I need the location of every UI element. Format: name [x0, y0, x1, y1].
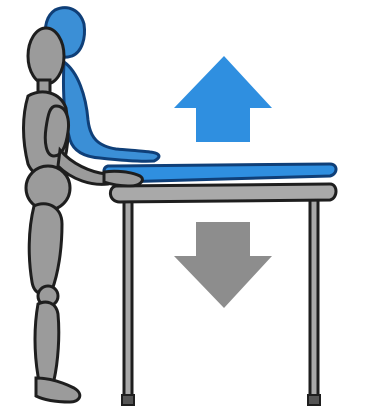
arrow-down-icon	[174, 222, 272, 308]
mannequin-thigh	[29, 204, 62, 294]
mannequin-hand	[104, 171, 142, 186]
mannequin-head	[28, 28, 64, 84]
mannequin-upper-arm	[45, 106, 68, 156]
desk-leg-right	[310, 196, 318, 396]
arrow-up-icon	[174, 56, 272, 142]
desk-leg-left	[124, 196, 132, 396]
desk-foot-left	[122, 395, 134, 405]
desk-top	[110, 184, 336, 202]
mannequin-shin	[35, 302, 59, 385]
desk-foot-right	[308, 395, 320, 405]
mannequin-foot	[36, 378, 80, 402]
raised-torso-arm	[63, 62, 158, 161]
